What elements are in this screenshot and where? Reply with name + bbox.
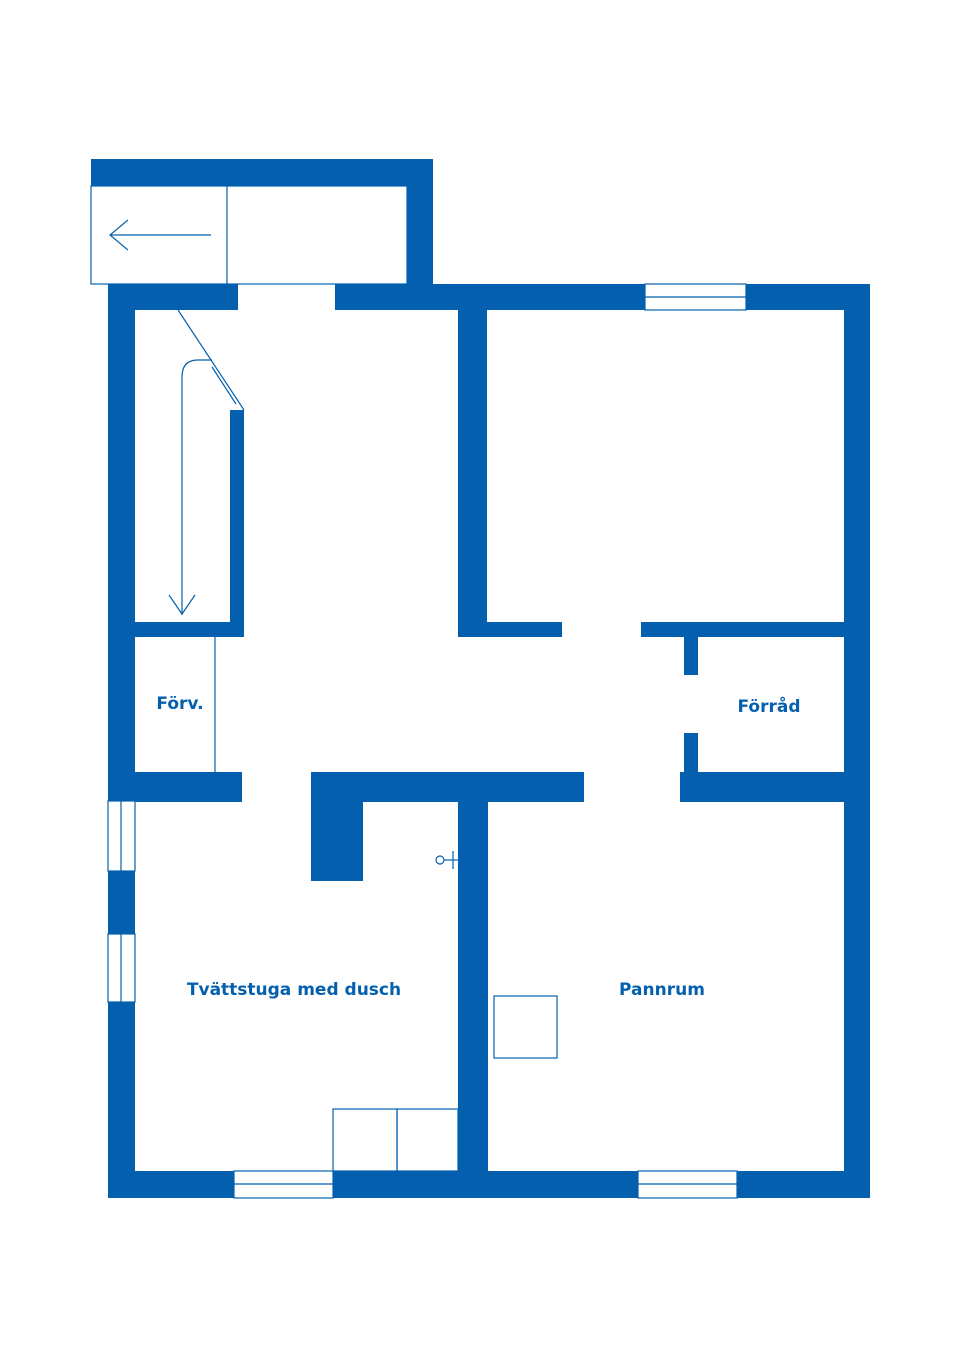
bedroom-left-wall [458, 310, 487, 637]
room-label-tvattstuga: Tvättstuga med dusch [186, 980, 402, 1000]
stair-wall [230, 410, 244, 637]
forv-bottom-wall [135, 772, 242, 802]
porch-steps [90, 185, 408, 285]
laundry-fixtures [332, 1108, 459, 1172]
windows [107, 283, 747, 1199]
bottom-wall-mid [333, 1171, 638, 1198]
forrad-bottom-wall [680, 772, 844, 802]
bedroom-bottom-wall-right [641, 622, 844, 637]
left-wall [108, 284, 135, 1198]
porch-outline [90, 185, 408, 285]
right-wall [844, 284, 870, 1198]
tap-icon [435, 851, 458, 869]
forrad-left-wall-top [684, 637, 698, 675]
washing-machine [332, 1108, 398, 1172]
interior-walls [135, 310, 844, 1171]
porch-top-wall [91, 159, 433, 186]
bedroom-bottom-wall-left [458, 622, 562, 637]
exterior-walls [108, 284, 870, 1198]
room-label-forrad: Förråd [737, 697, 801, 717]
top-wall-mid [335, 284, 645, 310]
porch-walls [91, 159, 433, 310]
stair [177, 309, 245, 615]
boiler [493, 995, 558, 1059]
stair-bottom-wall [135, 622, 244, 637]
chimney [311, 772, 363, 881]
bottom-wall-left [108, 1171, 234, 1198]
room-label-pannrum: Pannrum [619, 980, 705, 1000]
dryer [396, 1108, 459, 1172]
divider-wall [458, 802, 488, 1171]
arrow-left-icon [109, 219, 211, 251]
room-label-forv: Förv. [156, 694, 204, 714]
bottom-wall-right [737, 1171, 870, 1198]
arrow-down-icon [168, 594, 196, 616]
forrad-left-wall-bottom [684, 733, 698, 772]
